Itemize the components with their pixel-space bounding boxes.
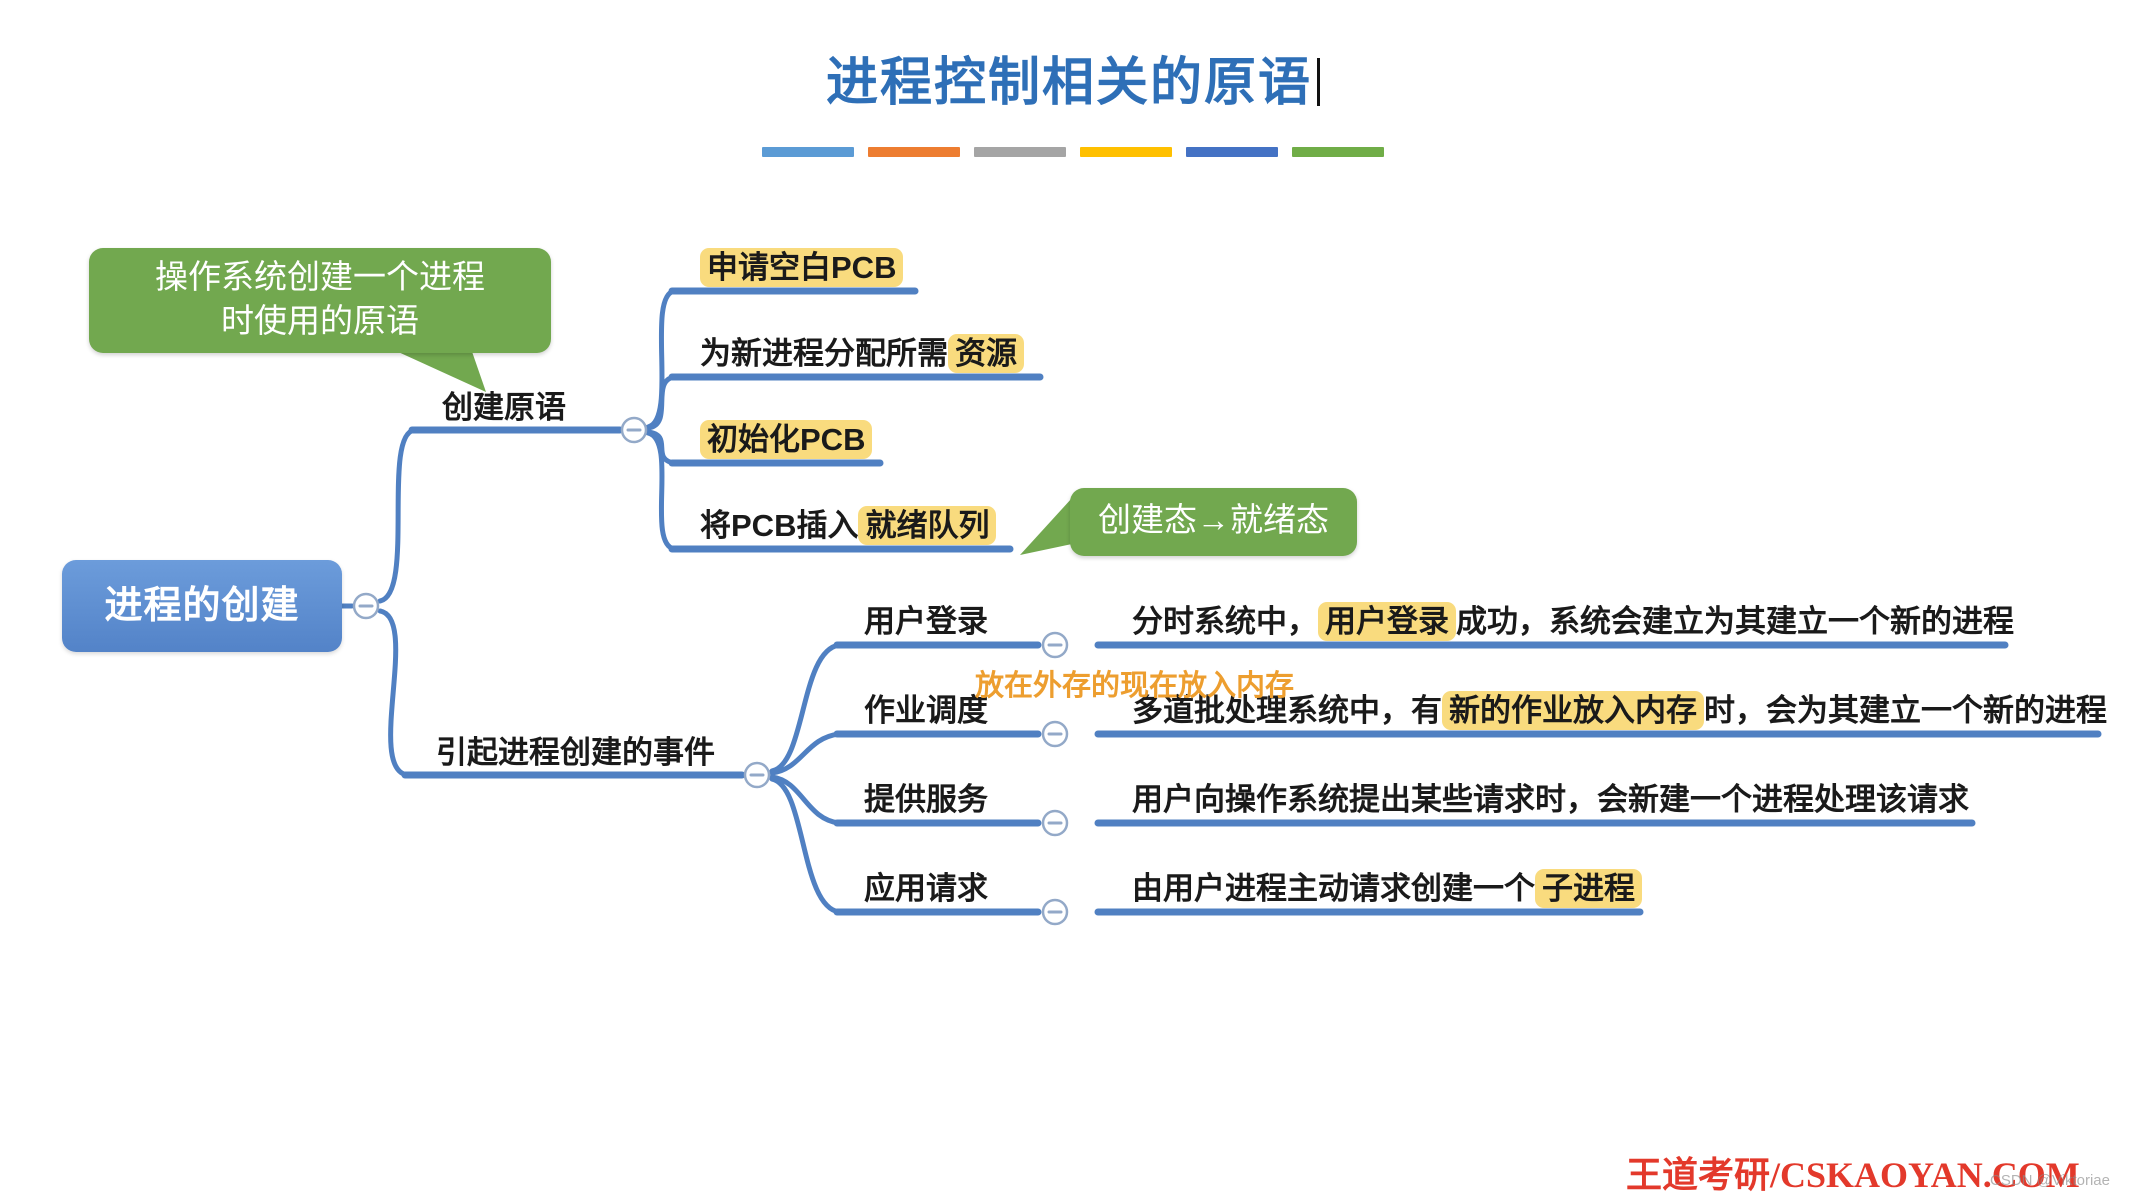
annotation-note[interactable]: 放在外存的现在放入内存 bbox=[975, 670, 1295, 702]
node-text: 分时系统中， bbox=[1132, 604, 1318, 639]
highlighted-text: 新的作业放入内存 bbox=[1442, 691, 1704, 730]
connector-line bbox=[377, 608, 410, 778]
highlighted-text: 初始化PCB bbox=[700, 420, 873, 459]
connector-line bbox=[769, 776, 842, 915]
collapse-icon[interactable] bbox=[1041, 898, 1069, 926]
divider-bar-gray bbox=[974, 147, 1066, 157]
node-text: 时，会为其建立一个新的进程 bbox=[1704, 693, 2107, 728]
text-cursor bbox=[1317, 58, 1320, 106]
divider-bars bbox=[0, 147, 2146, 157]
node-text: 用户向操作系统提出某些请求时，会新建一个进程处理该请求 bbox=[1132, 782, 1969, 817]
node-text: 为新进程分配所需 bbox=[700, 336, 948, 371]
divider-bar-blue bbox=[762, 147, 854, 157]
divider-bar-green bbox=[1292, 147, 1384, 157]
highlighted-text: 就绪队列 bbox=[858, 506, 997, 545]
root-node[interactable]: 进程的创建 bbox=[62, 560, 342, 652]
highlighted-text: 申请空白PCB bbox=[700, 248, 904, 287]
event-label-job-scheduling[interactable]: 作业调度 bbox=[864, 693, 988, 728]
csdn-watermark: CSDN @Viktoriae bbox=[1990, 1172, 2110, 1189]
collapse-icon[interactable] bbox=[1041, 720, 1069, 748]
connector-line bbox=[645, 374, 677, 431]
divider-bar-navy bbox=[1186, 147, 1278, 157]
node-text: 将PCB插入 bbox=[700, 508, 859, 543]
collapse-icon[interactable] bbox=[1041, 809, 1069, 837]
callout-state-transition[interactable]: 创建态→就绪态 bbox=[1070, 488, 1357, 556]
branch-create-events[interactable]: 引起进程创建的事件 bbox=[436, 735, 715, 770]
page-title-row: 进程控制相关的原语 bbox=[0, 40, 2146, 115]
step-node-insert-ready-queue[interactable]: 将PCB插入就绪队列 bbox=[700, 506, 997, 545]
callout-text-line2: 时使用的原语 bbox=[221, 303, 419, 340]
connector-line bbox=[377, 427, 417, 604]
connector-line bbox=[645, 430, 677, 552]
step-node-request-pcb[interactable]: 申请空白PCB bbox=[700, 248, 904, 287]
callout-create-primitive[interactable]: 操作系统创建一个进程 时使用的原语 bbox=[89, 248, 551, 354]
highlighted-text: 用户登录 bbox=[1318, 602, 1456, 641]
event-label-provide-service[interactable]: 提供服务 bbox=[864, 782, 988, 817]
highlighted-text: 资源 bbox=[948, 334, 1024, 373]
event-desc-job-scheduling[interactable]: 多道批处理系统中，有新的作业放入内存时，会为其建立一个新的进程 bbox=[1132, 691, 2107, 730]
event-desc-app-request[interactable]: 由用户进程主动请求创建一个子进程 bbox=[1132, 869, 1642, 908]
collapse-icon[interactable] bbox=[743, 761, 771, 789]
step-node-allocate-resources[interactable]: 为新进程分配所需资源 bbox=[700, 334, 1024, 373]
divider-bar-orange bbox=[868, 147, 960, 157]
event-label-user-login[interactable]: 用户登录 bbox=[864, 604, 988, 639]
divider-bar-gold bbox=[1080, 147, 1172, 157]
connector-line bbox=[769, 731, 842, 776]
node-text: 由用户进程主动请求创建一个 bbox=[1132, 871, 1535, 906]
event-desc-user-login[interactable]: 分时系统中，用户登录成功，系统会建立为其建立一个新的进程 bbox=[1132, 602, 2014, 641]
page-title[interactable]: 进程控制相关的原语 bbox=[825, 55, 1312, 112]
step-node-init-pcb[interactable]: 初始化PCB bbox=[700, 420, 873, 459]
connector-line bbox=[769, 774, 842, 826]
collapse-icon[interactable] bbox=[1041, 631, 1069, 659]
highlighted-text: 子进程 bbox=[1535, 869, 1642, 908]
connector-line bbox=[769, 642, 842, 774]
connector-line bbox=[645, 288, 677, 430]
node-text: 成功，系统会建立为其建立一个新的进程 bbox=[1456, 604, 2014, 639]
event-label-app-request[interactable]: 应用请求 bbox=[864, 871, 988, 906]
collapse-icon[interactable] bbox=[352, 592, 380, 620]
collapse-icon[interactable] bbox=[620, 416, 648, 444]
node-text: 多道批处理系统中，有 bbox=[1132, 693, 1442, 728]
event-desc-provide-service[interactable]: 用户向操作系统提出某些请求时，会新建一个进程处理该请求 bbox=[1132, 782, 1969, 818]
branch-create-primitive[interactable]: 创建原语 bbox=[442, 390, 566, 425]
callout-text-line1: 操作系统创建一个进程 bbox=[155, 260, 485, 296]
brand-footer: 王道考研/CSKAOYAN.COM bbox=[1626, 1155, 2080, 1195]
callout-tail bbox=[1020, 498, 1072, 555]
